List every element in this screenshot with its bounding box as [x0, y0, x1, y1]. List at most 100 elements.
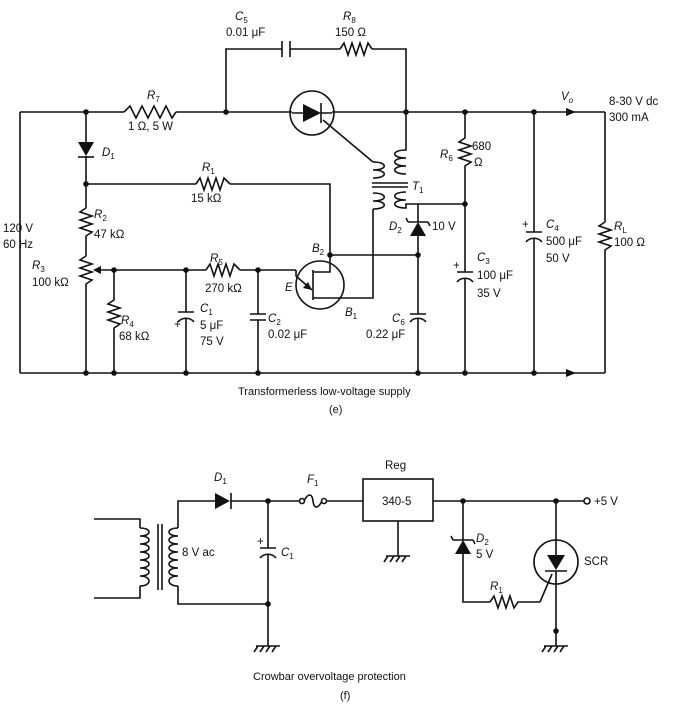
junctions-f: [265, 498, 559, 634]
r8-value: 150 Ω: [335, 27, 366, 39]
rl-value: 100 Ω: [614, 237, 645, 249]
d1-diode: [78, 142, 94, 156]
c6-value: 0.22 μF: [366, 329, 405, 341]
reg-ground: [383, 555, 410, 563]
label-f: (f): [340, 690, 350, 702]
d2-value: 10 V: [432, 221, 456, 233]
caption-f: Crowbar overvoltage protection: [253, 671, 406, 683]
r6-value: 680: [472, 141, 491, 153]
c2-value: 0.02 μF: [268, 329, 307, 341]
r7-resistor: [123, 104, 177, 120]
circuit-e: C5 0.01 μF R8 150 Ω R7 1 Ω, 5 W D1 R1 15…: [3, 11, 658, 416]
c1-plus: +: [174, 319, 181, 331]
reg-title: Reg: [385, 460, 406, 472]
t1-primary-top: [393, 112, 407, 175]
label-e: (e): [329, 404, 342, 416]
fuse-left-terminal: [298, 497, 306, 505]
output-label: +5 V: [594, 496, 618, 508]
rl-label: RL: [614, 221, 627, 235]
r2-resistor: [77, 207, 95, 256]
c1-label: C1: [200, 303, 213, 317]
c6-label: C6: [392, 313, 405, 327]
r1-branch: [86, 183, 331, 255]
r5-value: 270 kΩ: [205, 283, 242, 295]
thyristor-gate: [322, 119, 374, 163]
r1-label: R1: [202, 162, 215, 176]
t1-label: T1: [412, 181, 424, 195]
f-r1-label: R1: [490, 581, 503, 595]
thyristor-diode: [303, 104, 321, 122]
d1-label: D1: [102, 147, 115, 161]
f-c1-capacitor: [259, 501, 277, 646]
r3-label: R3: [32, 260, 45, 274]
ground-c1: [253, 645, 280, 653]
f-d1-diode: [215, 493, 230, 509]
transformer-primary-leads: [94, 518, 141, 599]
r3-resistor: [77, 255, 95, 373]
b2-label: B2: [312, 243, 325, 257]
vo-arrow: [566, 108, 576, 116]
c2-capacitor: [250, 270, 266, 373]
ujt-body: [295, 260, 345, 310]
c5-value: 0.01 μF: [226, 27, 265, 39]
fuse-element: [303, 494, 323, 508]
d2-label: D2: [389, 221, 402, 235]
r5-resistor: [205, 261, 241, 279]
r6-unit: Ω: [474, 157, 483, 169]
transformer-core: [157, 524, 163, 590]
r5-label: R5: [210, 253, 223, 267]
c3-capacitor: [456, 204, 474, 373]
rl-resistor: [596, 112, 614, 373]
r3-wiper-arrow: [93, 266, 101, 274]
d2-bar: [405, 217, 431, 227]
c1-value: 5 μF: [200, 320, 223, 332]
t1-primary: [372, 161, 386, 179]
f-d1-label: D1: [214, 472, 227, 486]
c4-label: C4: [546, 219, 559, 233]
d2-diode: [410, 222, 426, 236]
r1-value: 15 kΩ: [191, 193, 222, 205]
c6-capacitor: [409, 313, 427, 373]
f-c1-label: C1: [281, 547, 294, 561]
r4-value: 68 kΩ: [119, 331, 150, 343]
ujt-emitter-arrow: [303, 282, 312, 290]
f-d2-wire: [462, 501, 490, 603]
c2-label: C2: [268, 313, 281, 327]
c5-label: C5: [235, 11, 248, 25]
c4-capacitor: [525, 112, 543, 373]
r8-label: R8: [343, 11, 356, 25]
output-voltage: 8-30 V dc: [609, 96, 658, 108]
junctions-e: [83, 109, 537, 376]
r4-label: R4: [121, 315, 134, 329]
r2-label: R2: [94, 209, 107, 223]
c4-plus: +: [522, 219, 529, 231]
c4-value: 500 μF: [546, 236, 582, 248]
r7-value: 1 Ω, 5 W: [128, 121, 173, 133]
scr-diode: [547, 555, 565, 570]
t1-secondary: [340, 192, 386, 299]
f-c1-plus: +: [257, 536, 264, 548]
r3-value: 100 kΩ: [32, 277, 69, 289]
ujt-e-label: E: [285, 282, 293, 294]
thyristor-body: [289, 90, 335, 136]
scr-wires: [539, 501, 557, 646]
c1-voltage: 75 V: [200, 336, 224, 348]
output-current: 300 mA: [609, 112, 649, 124]
source-frequency: 60 Hz: [3, 239, 33, 251]
f-d2-bar: [450, 535, 476, 545]
bottom-arrow: [566, 369, 576, 377]
t1-core: [372, 182, 408, 188]
f-d2-label: D2: [476, 533, 489, 547]
r6-label: R6: [440, 149, 453, 163]
ujt-b2: [313, 254, 418, 273]
c5-capacitor: [281, 41, 291, 57]
c1-capacitor: [177, 270, 195, 373]
output-terminal: [583, 497, 591, 505]
c3-value: 100 μF: [477, 270, 513, 282]
ground-scr: [541, 645, 568, 653]
c3-label: C3: [477, 252, 490, 266]
secondary-wires: [177, 500, 268, 605]
c3-plus: +: [453, 260, 460, 272]
c5-r8-branch: [225, 48, 407, 112]
